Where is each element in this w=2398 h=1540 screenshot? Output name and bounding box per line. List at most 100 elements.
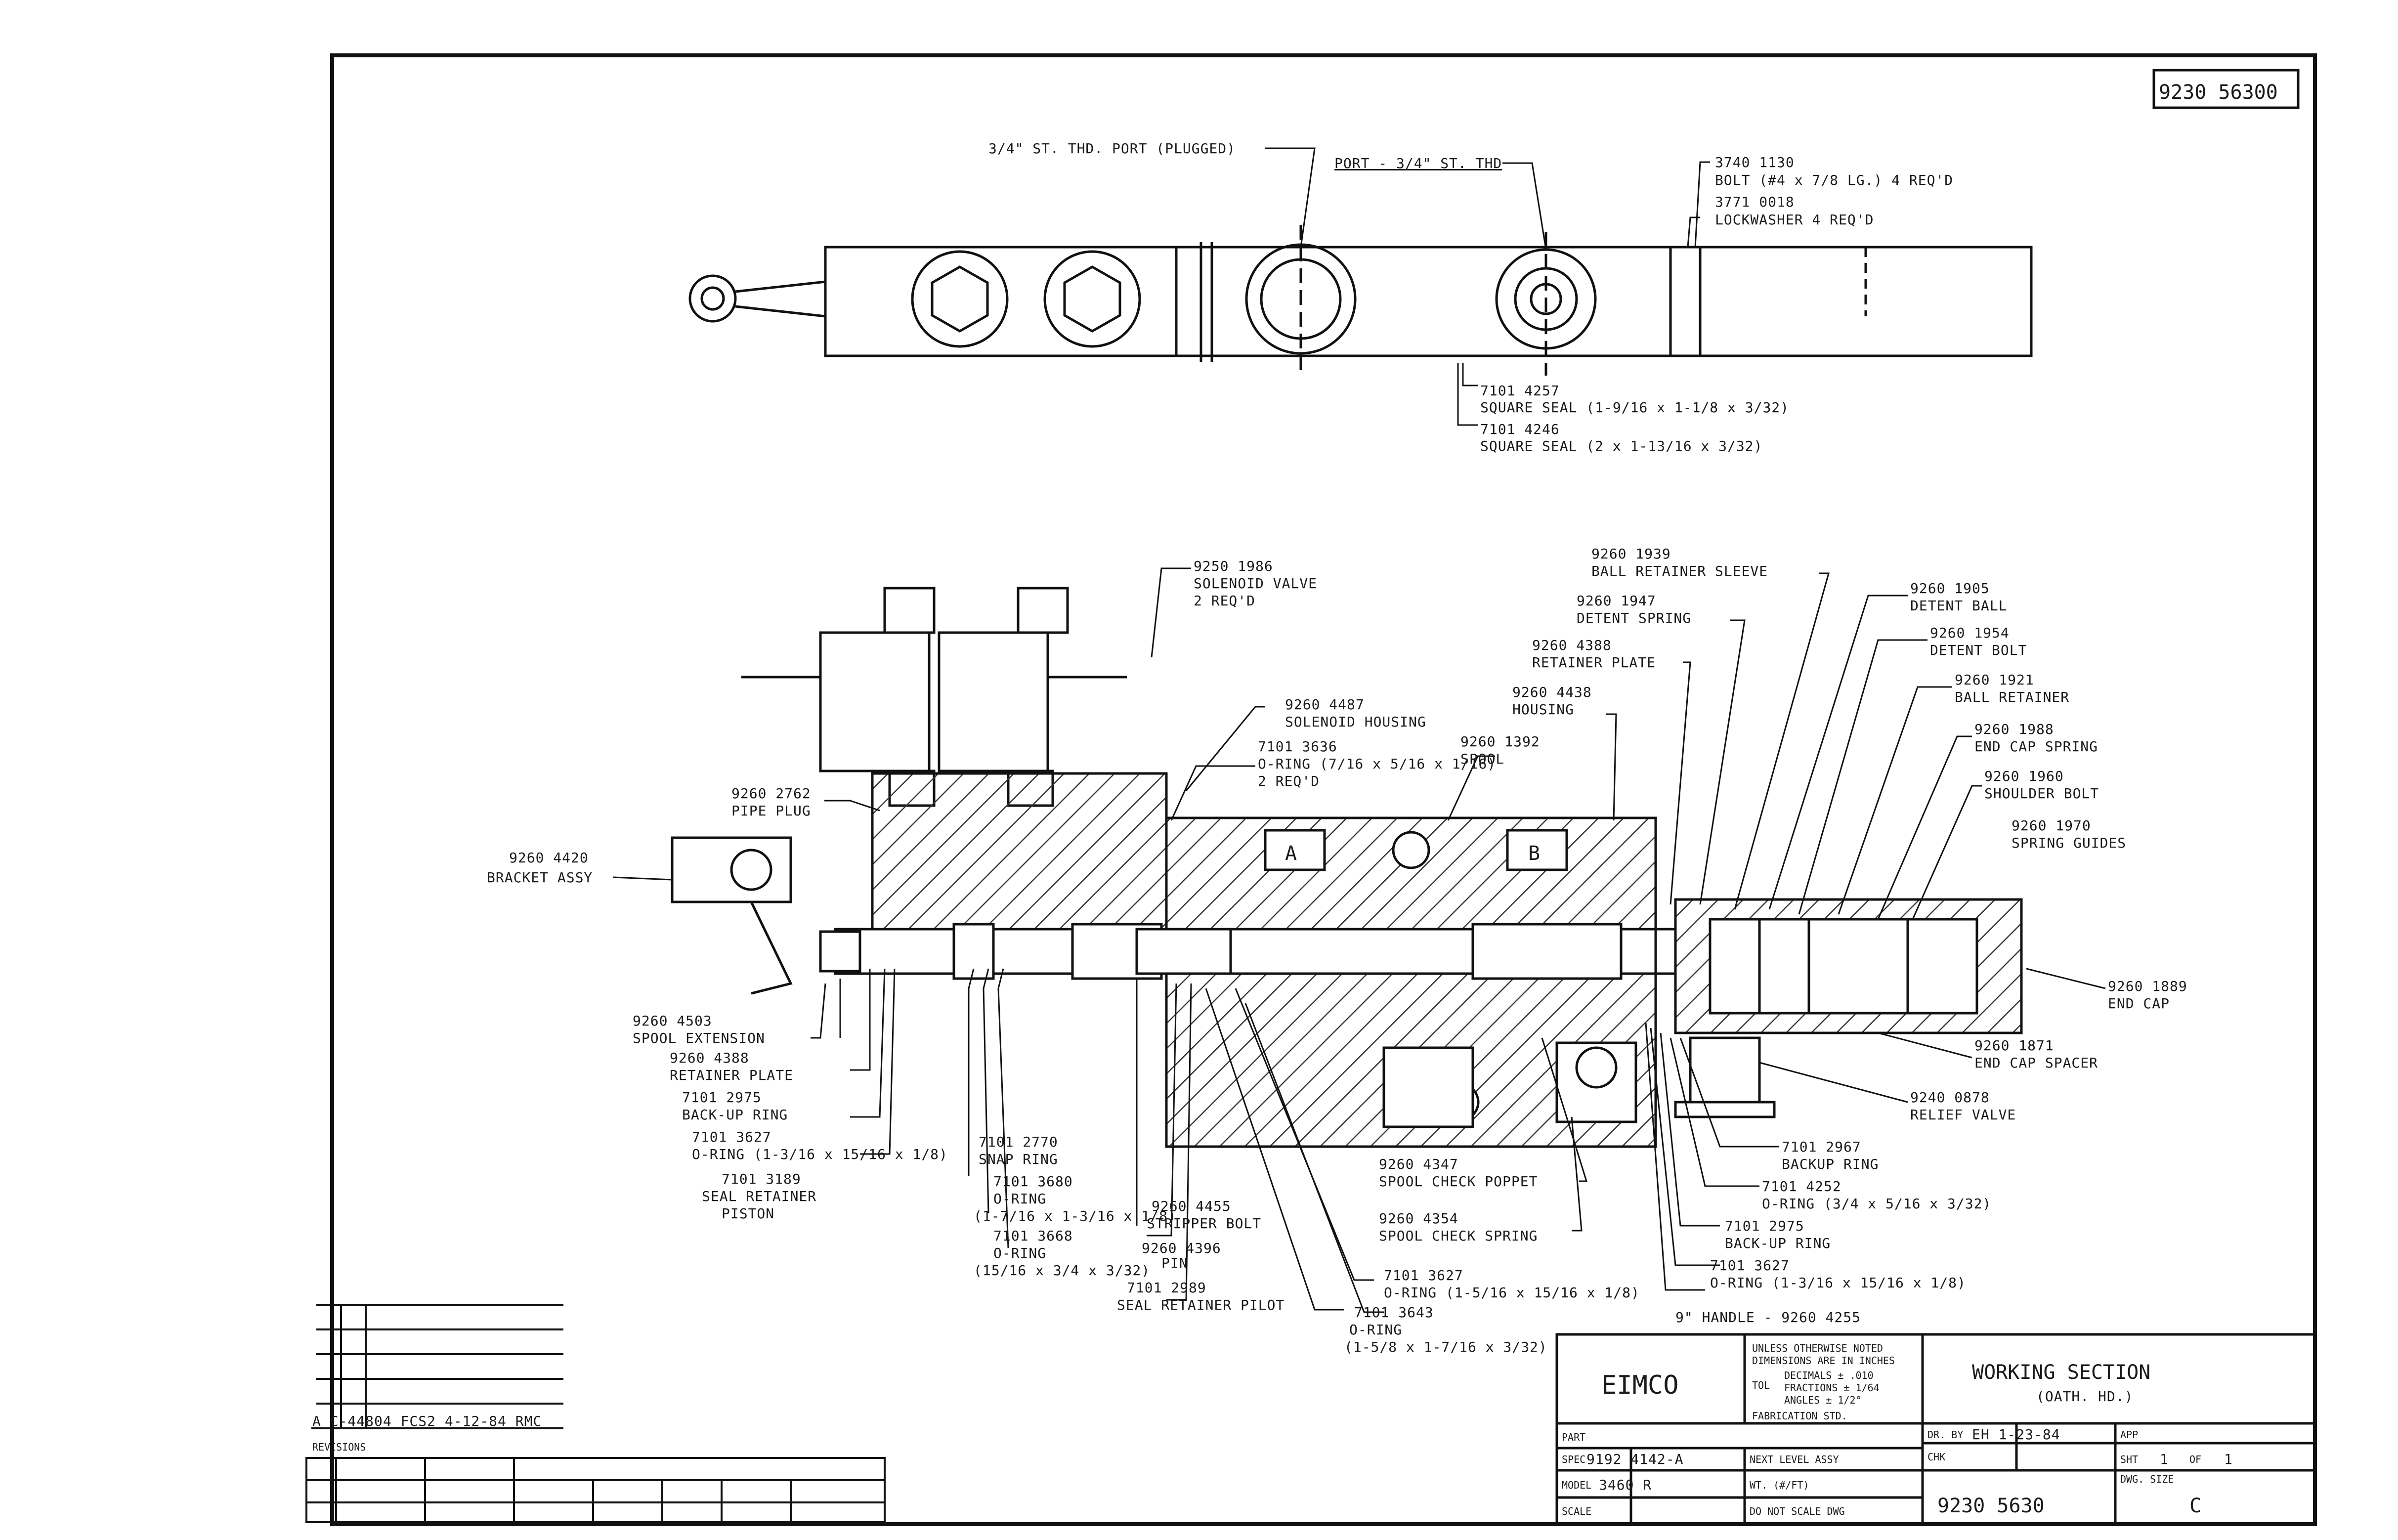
lbl-ball-retainer-num: 9260 1921 [1955,672,2034,688]
of-label: OF [2189,1454,2201,1465]
lbl-oring-3680-size: (1-7/16 x 1-3/16 x 1/8) [974,1208,1177,1224]
revision-change-note: A C-44804 FCS2 4-12-84 RMC [312,1413,542,1429]
top-view [688,225,2033,376]
label-lockwasher-desc: LOCKWASHER 4 REQ'D [1715,212,1874,228]
lbl-spool-ext-num: 9260 4503 [633,1013,712,1029]
lbl-stripper-bolt-desc: STRIPPER BOLT [1147,1215,1261,1232]
lbl-oring-3643-size: (1-5/8 x 1-7/16 x 3/32) [1344,1339,1547,1355]
model-value: 3460 R [1599,1477,1652,1493]
lbl-check-poppet-num: 9260 4347 [1379,1156,1458,1172]
lbl-snap-ring-desc: SNAP RING [979,1151,1058,1167]
label-seal1-num: 7101 4257 [1480,383,1560,399]
lbl-check-spring-desc: SPOOL CHECK SPRING [1379,1228,1538,1244]
lbl-oring-3627-mid-desc: O-RING (1-5/16 x 15/16 x 1/8) [1384,1284,1640,1301]
part-label: PART [1562,1431,1585,1443]
lbl-seal-ret-piston-desc2: PISTON [722,1205,774,1222]
lbl-pipe-plug-num: 9260 2762 [731,785,811,802]
dwg-size-label: DWG. SIZE [2120,1473,2174,1485]
lbl-check-poppet-desc: SPOOL CHECK POPPET [1379,1173,1538,1190]
lbl-spring-guides-num: 9260 1970 [2012,817,2091,834]
lbl-spring-guides-desc: SPRING GUIDES [2012,835,2126,851]
section-leaders [612,567,2106,1313]
lbl-end-cap-spring-desc: END CAP SPRING [1974,738,2098,755]
label-seal2-desc: SQUARE SEAL (2 x 1-13/16 x 3/32) [1480,438,1762,454]
tol-dec: DECIMALS ± .010 [1784,1369,1874,1381]
lbl-oring-top-num: 7101 3636 [1258,738,1337,755]
lbl-spool-desc: SPOOL [1460,751,1504,767]
sheet-label: SHT [2120,1454,2138,1465]
lbl-oring-3668-size: (15/16 x 3/4 x 3/32) [974,1262,1150,1279]
notes-line1: UNLESS OTHERWISE NOTED [1752,1342,1883,1354]
top-view-leaders [1265,147,1710,426]
tol-label: TOL [1752,1379,1770,1391]
lbl-sol-valve-qty: 2 REQ'D [1194,593,1255,609]
lbl-pin-num: 9260 4396 [1142,1240,1221,1256]
lbl-oring-top-qty: 2 REQ'D [1258,773,1320,789]
model-label: MODEL [1562,1479,1591,1491]
lbl-oring-top-desc: O-RING (7/16 x 5/16 x 1/16) [1258,756,1496,772]
drawing-title-line1: WORKING SECTION [1972,1361,2150,1384]
lbl-housing-num: 9260 4438 [1512,684,1592,700]
revision-header: REVISIONS [312,1441,366,1453]
lbl-ball-retainer-desc: BALL RETAINER [1955,689,2069,705]
lbl-seal-ret-pilot-desc: SEAL RETAINER PILOT [1117,1297,1285,1313]
lbl-bracket-desc: BRACKET ASSY [487,869,593,886]
lbl-seal-ret-pilot-num: 7101 2989 [1127,1280,1206,1296]
checked-label: CHK [1927,1451,1945,1463]
lbl-backup-left-num: 7101 2975 [682,1089,762,1106]
lbl-detent-spring-num: 9260 1947 [1577,593,1656,609]
port-a-label: A [1285,842,1297,865]
lbl-oring-left-desc: O-RING (1-3/16 x 15/16 x 1/8) [692,1146,948,1162]
tol-ang: ANGLES ± 1/2° [1784,1394,1862,1406]
label-seal1-desc: SQUARE SEAL (1-9/16 x 1-1/8 x 3/32) [1480,399,1789,416]
lbl-spool-num: 9260 1392 [1460,733,1540,750]
section-labels: 9250 1986 SOLENOID VALVE 2 REQ'D 9260 44… [487,546,2187,1355]
no-scale-note: DO NOT SCALE DWG [1750,1505,1845,1517]
lbl-seal-ret-piston-num: 7101 3189 [722,1171,801,1187]
title-block [1555,1333,2316,1526]
lbl-ball-sleeve-num: 9260 1939 [1591,546,1671,562]
corner-drawing-number: 9230 56300 [2152,69,2300,109]
lbl-detent-spring-desc: DETENT SPRING [1577,610,1691,626]
lbl-end-cap-spacer-num: 9260 1871 [1974,1037,2054,1054]
lbl-backup-2967-desc: BACKUP RING [1782,1156,1879,1172]
label-seal2-num: 7101 4246 [1480,421,1560,437]
lbl-ret-plate-top-desc: RETAINER PLATE [1532,654,1656,671]
spec-label: SPEC [1562,1454,1585,1465]
lbl-backup-left-desc: BACK-UP RING [682,1107,788,1123]
lbl-end-cap-num: 9260 1889 [2108,978,2187,994]
lbl-snap-ring-num: 7101 2770 [979,1134,1058,1150]
drawn-by-label: DR. BY [1927,1429,1963,1441]
lbl-oring-3627-right-desc: O-RING (1-3/16 x 15/16 x 1/8) [1710,1275,1966,1291]
lbl-oring-3643-num: 7101 3643 [1354,1304,1434,1321]
lbl-check-spring-num: 9260 4354 [1379,1210,1458,1227]
next-level: NEXT LEVEL ASSY [1750,1454,1839,1465]
lbl-backup-2975-desc: BACK-UP RING [1725,1235,1831,1251]
lbl-bracket-num: 9260 4420 [509,850,589,866]
drawn-by-value: EH 1-23-84 [1972,1426,2060,1443]
revision-block [305,1304,886,1523]
lbl-end-cap-spacer-desc: END CAP SPACER [1974,1055,2098,1071]
lbl-relief-valve-desc: RELIEF VALVE [1910,1107,2016,1123]
fab-std: FABRICATION STD. [1752,1410,1847,1422]
lbl-sol-housing-num: 9260 4487 [1285,696,1365,713]
label-port: PORT - 3/4" ST. THD [1334,155,1502,171]
lbl-sol-valve-desc: SOLENOID VALVE [1194,575,1317,592]
lbl-oring-3627-mid-num: 7101 3627 [1384,1267,1463,1283]
lbl-detent-ball-num: 9260 1905 [1910,580,1990,597]
lbl-oring-3627-right-num: 7101 3627 [1710,1257,1790,1274]
title-block-text: EIMCO UNLESS OTHERWISE NOTED DIMENSIONS … [1562,1342,2232,1517]
spec-value: 9192 4142-A [1586,1451,1683,1467]
lbl-stripper-bolt-num: 9260 4455 [1152,1198,1231,1214]
lbl-oring-4252-desc: O-RING (3/4 x 5/16 x 3/32) [1762,1196,1991,1212]
lbl-seal-ret-piston-desc: SEAL RETAINER [702,1188,816,1204]
lbl-detent-bolt-num: 9260 1954 [1930,625,2010,641]
lbl-detent-ball-desc: DETENT BALL [1910,598,2007,614]
lbl-ret-plate-num: 9260 4388 [670,1050,749,1066]
lbl-ball-sleeve-desc: BALL RETAINER SLEEVE [1591,563,1768,579]
wt-label: WT. (#/FT) [1750,1479,1809,1491]
lbl-shoulder-bolt-num: 9260 1960 [1984,768,2064,784]
lbl-housing-desc: HOUSING [1512,701,1574,718]
lbl-end-cap-desc: END CAP [2108,995,2170,1012]
lbl-oring-4252-num: 7101 4252 [1762,1178,1841,1195]
